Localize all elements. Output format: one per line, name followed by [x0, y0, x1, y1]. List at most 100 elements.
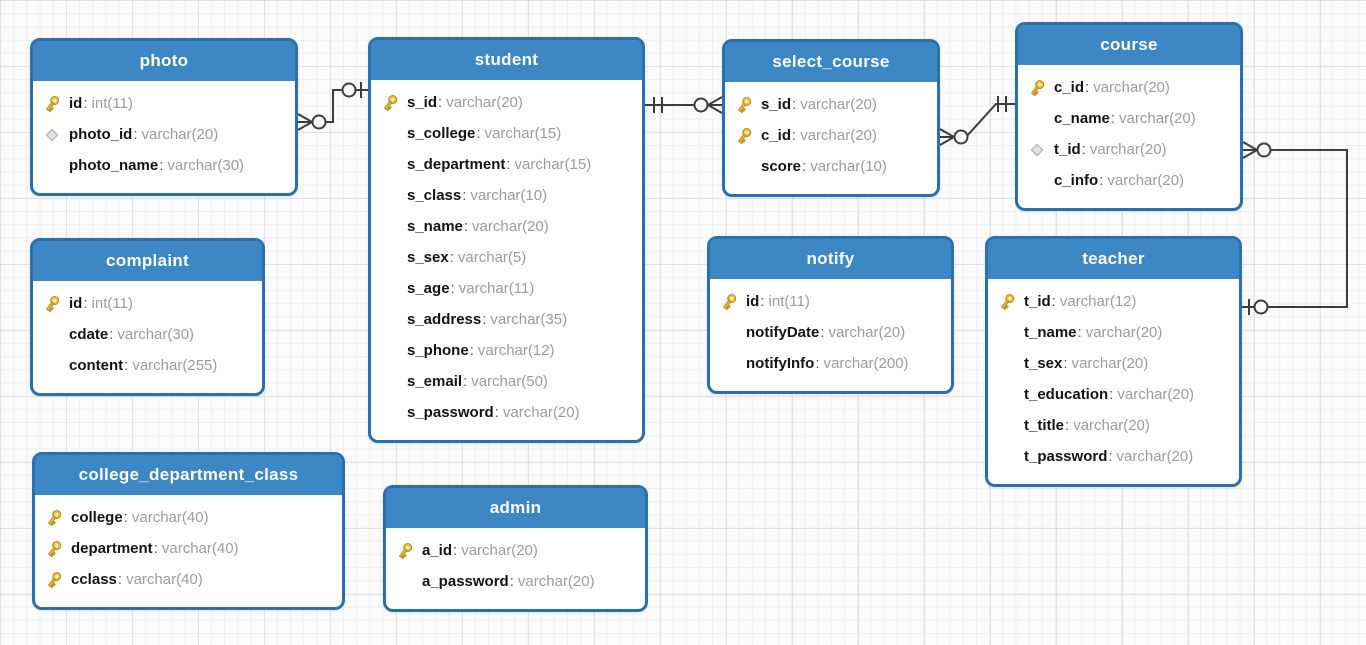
field-row-department[interactable]: department:varchar(40) — [43, 533, 332, 564]
table-header[interactable]: course — [1018, 25, 1240, 65]
field-row-notifyDate[interactable]: notifyDate:varchar(20) — [718, 317, 941, 348]
table-header[interactable]: photo — [33, 41, 295, 81]
field-icon-spacer — [996, 385, 1017, 405]
field-name: s_department — [407, 156, 506, 173]
connector-course-teacher[interactable] — [1242, 141, 1348, 315]
field-row-a_password[interactable]: a_password:varchar(20) — [394, 566, 635, 597]
table-teacher[interactable]: teacher t_id:varchar(12)t_name:varchar(20… — [985, 236, 1242, 487]
field-separator: : — [1085, 79, 1090, 96]
field-row-notifyInfo[interactable]: notifyInfo:varchar(200) — [718, 348, 941, 379]
table-header[interactable]: college_department_class — [35, 455, 342, 495]
connector-select_course-course[interactable] — [939, 96, 1015, 146]
field-separator: : — [463, 218, 469, 235]
field-name: s_age — [407, 280, 450, 297]
field-row-t_sex[interactable]: t_sex:varchar(20) — [996, 348, 1229, 379]
table-header[interactable]: teacher — [988, 239, 1239, 279]
field-row-photo_name[interactable]: photo_name:varchar(30) — [41, 150, 285, 181]
table-college_department_class[interactable]: college_department_class college:varchar(… — [32, 452, 345, 610]
field-row-s_college[interactable]: s_college:varchar(15) — [379, 118, 632, 149]
field-row-s_email[interactable]: s_email:varchar(50) — [379, 366, 632, 397]
table-header[interactable]: student — [371, 40, 642, 80]
field-separator: : — [760, 293, 765, 310]
table-header[interactable]: admin — [386, 488, 645, 528]
table-admin[interactable]: admin a_id:varchar(20)a_password:varchar(… — [383, 485, 648, 612]
field-row-s_sex[interactable]: s_sex:varchar(5) — [379, 242, 632, 273]
field-name: photo_id — [69, 126, 133, 143]
field-separator: : — [482, 311, 487, 328]
table-title: student — [474, 50, 539, 69]
field-separator: : — [509, 573, 514, 590]
field-row-id[interactable]: id:int(11) — [41, 88, 285, 119]
connector-student-select_course[interactable] — [645, 96, 723, 114]
field-separator: : — [469, 342, 474, 359]
field-icon-spacer — [379, 155, 400, 175]
field-type: varchar(15) — [514, 156, 592, 173]
field-row-a_id[interactable]: a_id:varchar(20) — [394, 535, 635, 566]
field-separator: : — [1108, 448, 1113, 465]
field-row-s_password[interactable]: s_password:varchar(20) — [379, 397, 632, 428]
field-separator: : — [1099, 172, 1104, 189]
table-header[interactable]: notify — [710, 239, 951, 279]
field-row-t_name[interactable]: t_name:varchar(20) — [996, 317, 1229, 348]
table-title: course — [1100, 35, 1158, 54]
field-separator: : — [1077, 324, 1082, 341]
field-row-s_phone[interactable]: s_phone:varchar(12) — [379, 335, 632, 366]
field-separator: : — [494, 404, 499, 421]
field-row-id[interactable]: id:int(11) — [718, 286, 941, 317]
field-row-id[interactable]: id:int(11) — [41, 288, 252, 319]
field-row-cclass[interactable]: cclass:varchar(40) — [43, 564, 332, 595]
field-separator: : — [453, 542, 458, 559]
field-row-content[interactable]: content:varchar(255) — [41, 350, 252, 381]
field-name: t_password — [1024, 448, 1108, 465]
table-title: photo — [139, 51, 189, 70]
field-row-c_name[interactable]: c_name:varchar(20) — [1026, 103, 1230, 134]
field-row-t_id[interactable]: t_id:varchar(20) — [1026, 134, 1230, 165]
field-row-s_class[interactable]: s_class:varchar(10) — [379, 180, 632, 211]
table-header[interactable]: complaint — [33, 241, 262, 281]
connector-photo-student[interactable] — [297, 82, 368, 131]
field-name: t_education — [1024, 386, 1109, 403]
field-row-t_password[interactable]: t_password:varchar(20) — [996, 441, 1229, 472]
field-row-s_id[interactable]: s_id:varchar(20) — [379, 87, 632, 118]
field-row-t_education[interactable]: t_education:varchar(20) — [996, 379, 1229, 410]
field-type: varchar(20) — [1116, 448, 1194, 465]
field-name: s_email — [407, 373, 463, 390]
field-row-photo_id[interactable]: photo_id:varchar(20) — [41, 119, 285, 150]
field-row-score[interactable]: score:varchar(10) — [733, 151, 927, 182]
field-separator: : — [476, 125, 481, 142]
primary-key-icon — [379, 93, 400, 113]
field-type: varchar(20) — [1093, 79, 1170, 96]
table-select_course[interactable]: select_course s_id:varchar(20)c_id:varcha… — [722, 39, 940, 197]
field-row-s_id[interactable]: s_id:varchar(20) — [733, 89, 927, 120]
field-type: varchar(20) — [141, 126, 219, 143]
field-separator: : — [1110, 110, 1116, 127]
field-row-t_title[interactable]: t_title:varchar(20) — [996, 410, 1229, 441]
field-icon-spacer — [379, 279, 400, 299]
table-body: id:int(11)photo_id:varchar(20)photo_name… — [33, 81, 295, 193]
field-row-s_department[interactable]: s_department:varchar(15) — [379, 149, 632, 180]
field-row-college[interactable]: college:varchar(40) — [43, 502, 332, 533]
field-separator: : — [1051, 293, 1056, 310]
table-notify[interactable]: notify id:int(11)notifyDate:varchar(20)no… — [707, 236, 954, 394]
field-name: c_id — [1054, 79, 1085, 96]
field-row-s_age[interactable]: s_age:varchar(11) — [379, 273, 632, 304]
primary-key-icon — [43, 539, 64, 559]
table-photo[interactable]: photo id:int(11)photo_id:varchar(20)photo… — [30, 38, 298, 196]
field-separator: : — [123, 509, 128, 526]
field-row-cdate[interactable]: cdate:varchar(30) — [41, 319, 252, 350]
table-complaint[interactable]: complaint id:int(11)cdate:varchar(30)cont… — [30, 238, 265, 396]
field-row-t_id[interactable]: t_id:varchar(12) — [996, 286, 1229, 317]
field-separator: : — [450, 280, 455, 297]
field-row-s_address[interactable]: s_address:varchar(35) — [379, 304, 632, 335]
field-row-c_id[interactable]: c_id:varchar(20) — [733, 120, 927, 151]
field-name: id — [746, 293, 760, 310]
table-header[interactable]: select_course — [725, 42, 937, 82]
field-row-c_id[interactable]: c_id:varchar(20) — [1026, 72, 1230, 103]
field-row-s_name[interactable]: s_name:varchar(20) — [379, 211, 632, 242]
field-row-c_info[interactable]: c_info:varchar(20) — [1026, 165, 1230, 196]
field-name: s_college — [407, 125, 476, 142]
field-separator: : — [153, 540, 158, 557]
